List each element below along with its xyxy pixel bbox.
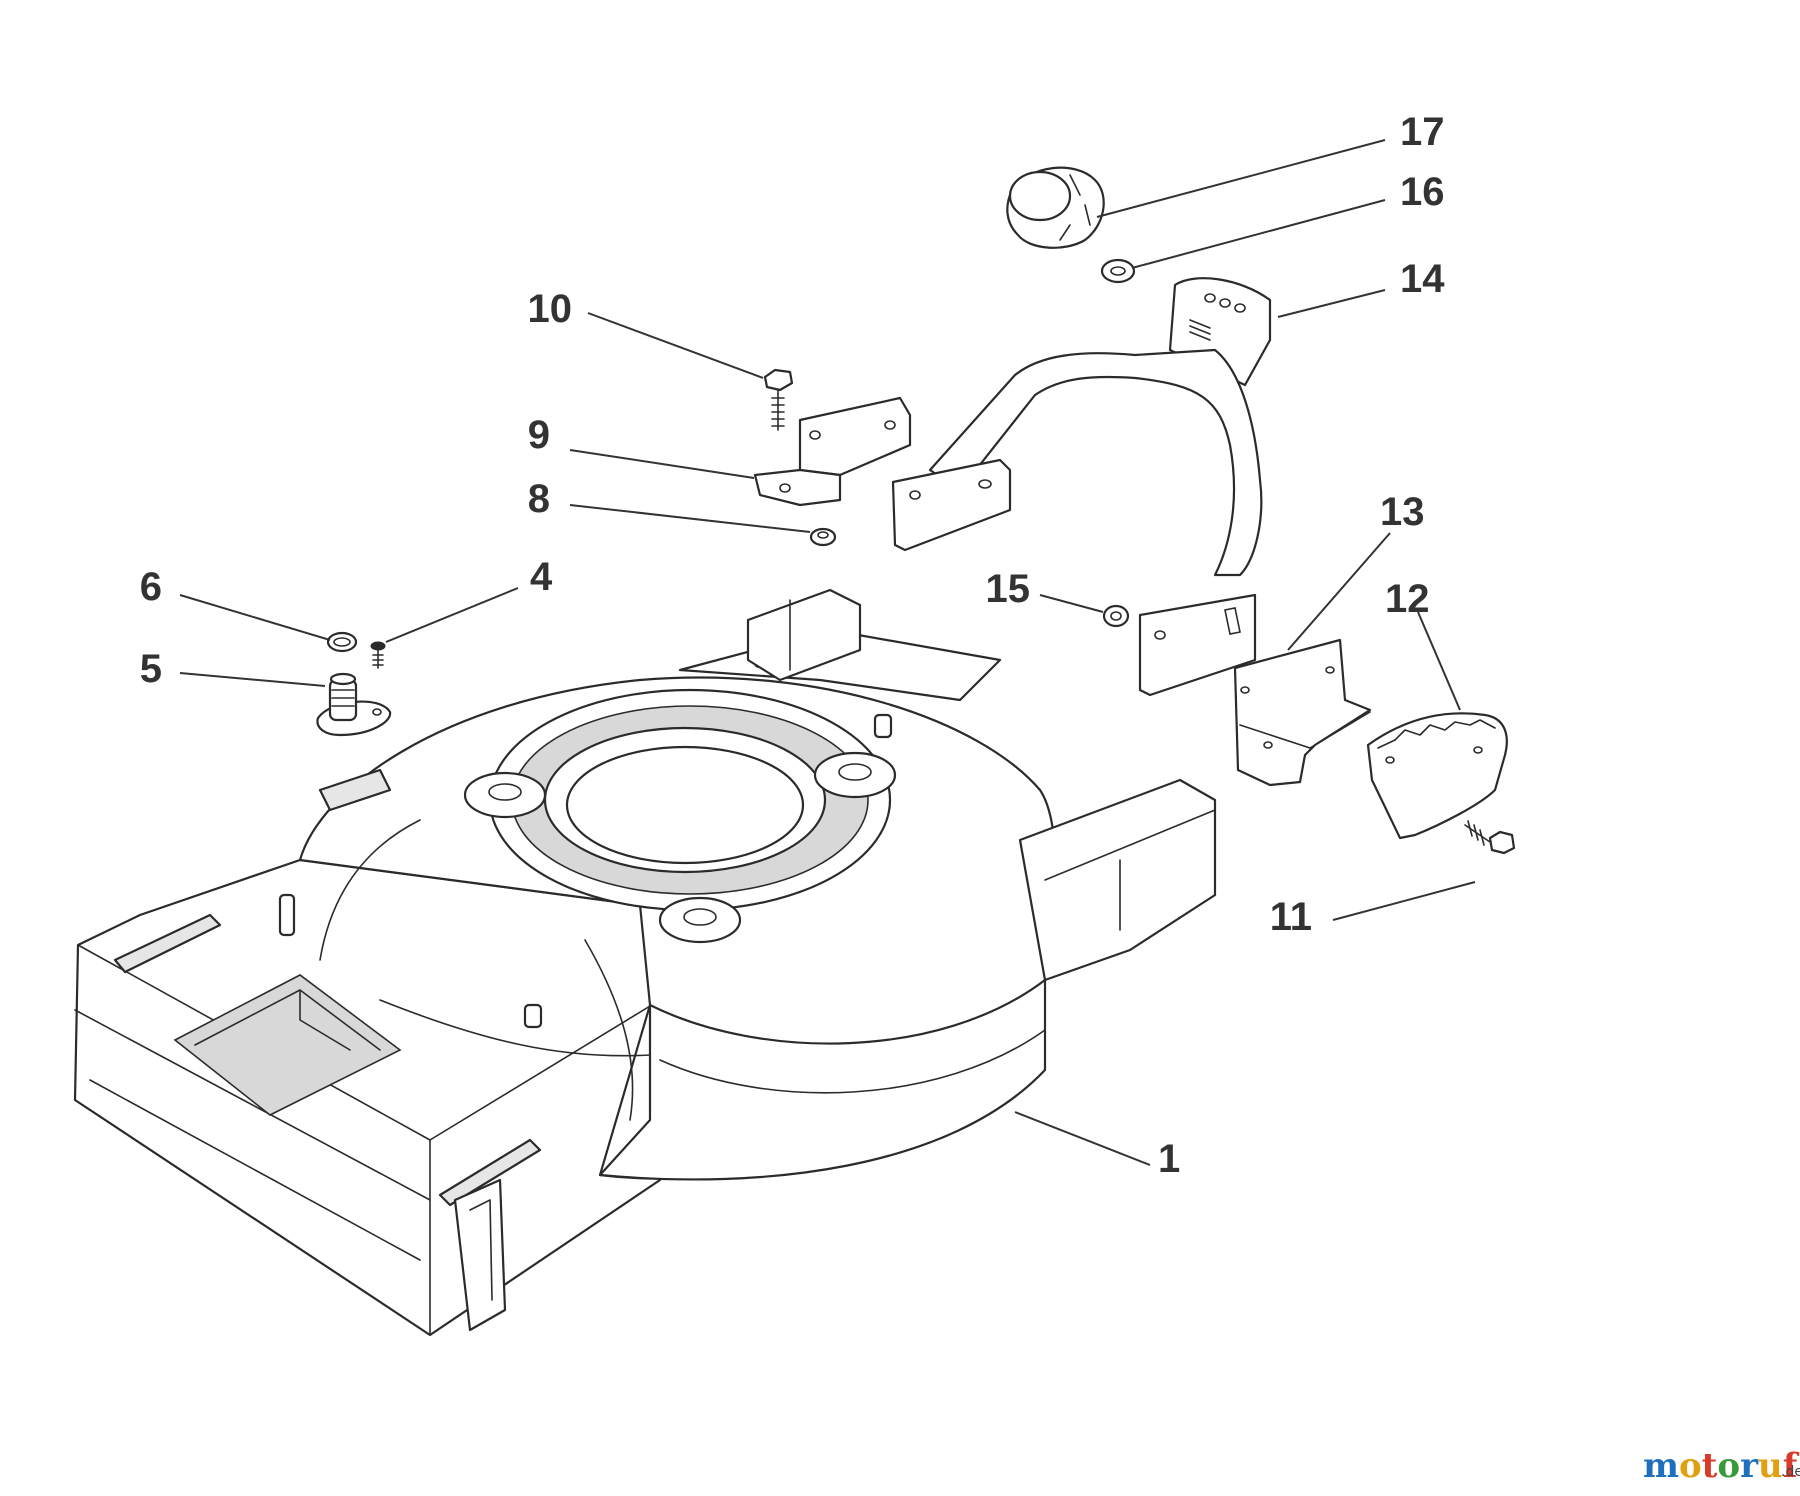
- part-8-nut: [809, 527, 837, 547]
- part-14-handle-bracket: [891, 277, 1272, 697]
- callout-1: 1: [1158, 1137, 1180, 1181]
- callout-16: 16: [1400, 170, 1445, 214]
- callout-5: 5: [140, 647, 162, 691]
- callout-15: 15: [986, 567, 1031, 611]
- watermark-text: motoruf: [1643, 1446, 1800, 1486]
- callout-9: 9: [528, 413, 550, 457]
- callout-8: 8: [528, 477, 550, 521]
- watermark-letter: r: [1740, 1446, 1759, 1486]
- part-10-bolt: [763, 368, 794, 431]
- part-13-plate: [1233, 638, 1372, 787]
- part-11-bolt: [1464, 820, 1516, 855]
- callout-6: 6: [140, 565, 162, 609]
- callout-4: 4: [530, 555, 553, 599]
- part-15-nut: [1102, 604, 1130, 628]
- callout-14: 14: [1400, 257, 1445, 301]
- part-4-screw: [370, 641, 386, 669]
- part-5-spring-bushing: [316, 672, 392, 737]
- watermark-letter: o: [1679, 1446, 1702, 1486]
- callout-13: 13: [1380, 490, 1425, 534]
- watermark-suffix: .de: [1781, 1464, 1800, 1480]
- part-12-notched-plate: [1366, 712, 1508, 840]
- part-16-washer: [1100, 258, 1136, 284]
- part-17-knob: [1006, 166, 1105, 249]
- part-1-mower-deck: [73, 588, 1217, 1337]
- callout-10: 10: [528, 287, 573, 331]
- leader-lines: [179, 139, 1476, 1166]
- callout-17: 17: [1400, 110, 1445, 154]
- part-6-washer: [326, 631, 358, 653]
- callout-12: 12: [1385, 577, 1430, 621]
- watermark-letter: f: [1783, 1446, 1800, 1486]
- watermark-letter: u: [1758, 1446, 1783, 1486]
- watermark-letter: m: [1643, 1446, 1679, 1486]
- watermark-logo: motoruf .de: [1643, 1446, 1800, 1486]
- watermark-letter: o: [1717, 1446, 1740, 1486]
- watermark-letter: t: [1702, 1446, 1718, 1486]
- callout-labels: 17 16 14 10 9 8 6 4 5 15 13 12 11 1: [140, 110, 1445, 1181]
- callout-11: 11: [1270, 895, 1312, 939]
- part-9-mount-bracket: [753, 396, 912, 507]
